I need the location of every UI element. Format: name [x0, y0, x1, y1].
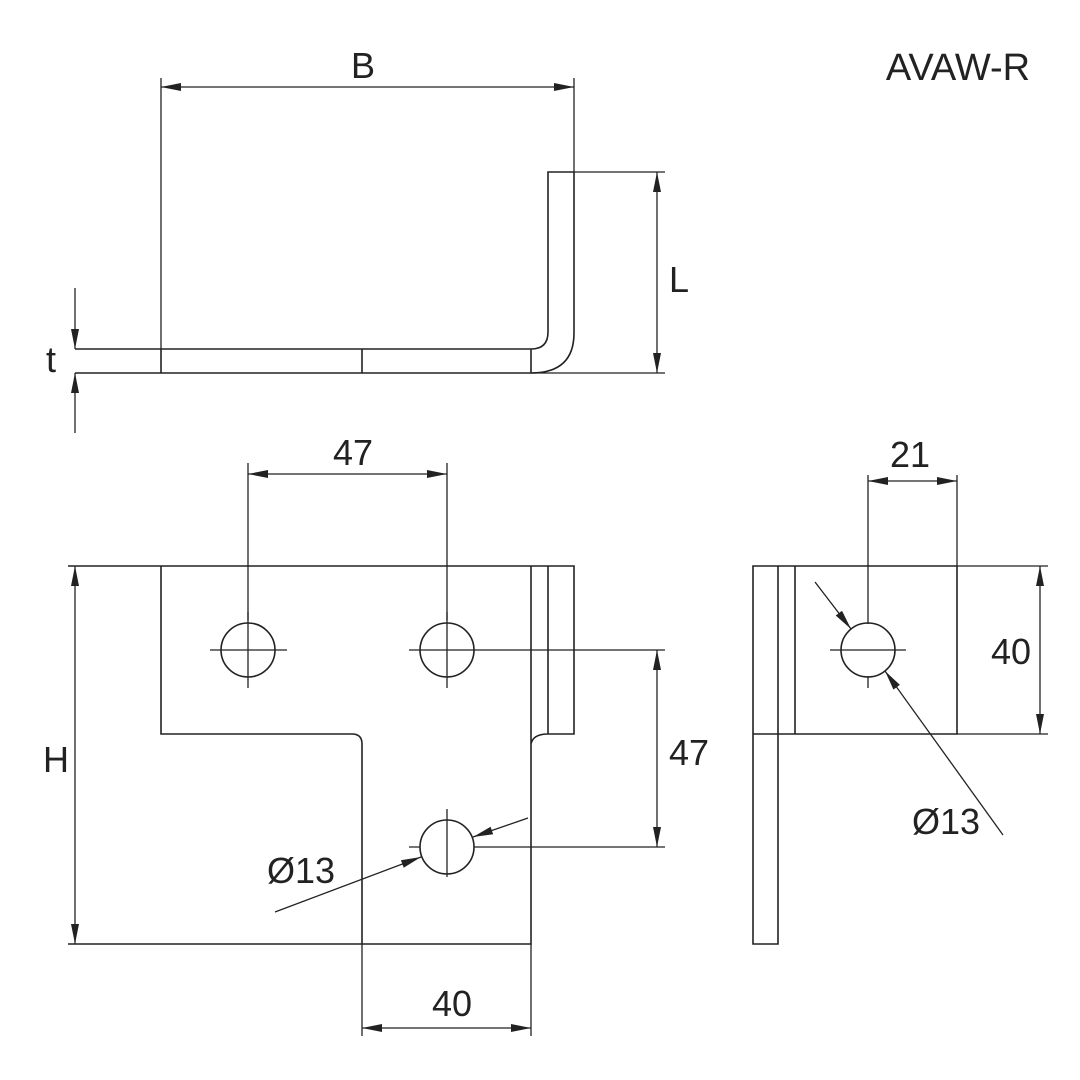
diameter-leader-in [814, 581, 852, 630]
top-view: B L t [46, 45, 689, 433]
diameter-leader-out [884, 670, 1004, 836]
front-extension-lines [247, 463, 665, 1036]
flange-height-label: 40 [991, 631, 1031, 672]
hole-diameter-label: Ø13 [912, 801, 980, 842]
hole-spacing-h-label: 47 [333, 432, 373, 473]
h-label: H [43, 739, 69, 780]
hole-offset-label: 21 [890, 434, 930, 475]
diameter-leader-in [274, 856, 422, 913]
top-plate-outline [75, 171, 575, 374]
front-view: 47 47 H 40 Ø13 [43, 432, 709, 1036]
hole-center-lines [830, 649, 906, 688]
hole-diameter-label: Ø13 [267, 850, 335, 891]
diameter-leader-out [472, 817, 529, 838]
bottom-width-label: 40 [432, 983, 472, 1024]
hole-center-lines [210, 612, 474, 877]
hole-spacing-v-label: 47 [669, 732, 709, 773]
b-extension-lines [160, 78, 575, 349]
drawing-title: AVAW-R [886, 47, 1030, 89]
side-outline [752, 565, 958, 945]
side-view: 21 40 Ø13 [752, 434, 1048, 945]
side-extension-lines [867, 475, 1048, 735]
l-label: L [669, 259, 689, 300]
l-extension-lines [531, 171, 665, 374]
t-label: t [46, 339, 56, 380]
b-label: B [351, 45, 375, 86]
